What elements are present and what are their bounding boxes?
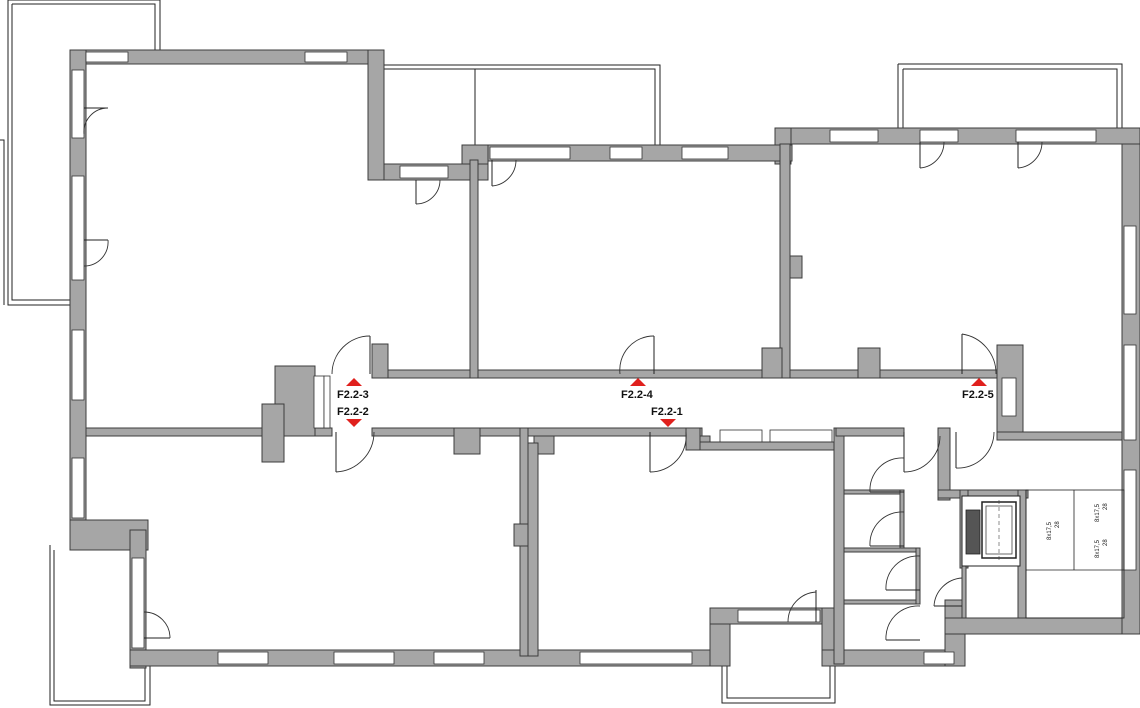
doors [83,107,1043,641]
room-marker-f2-2-3[interactable]: F2.2-3 [337,378,369,401]
staircase: 8x17,5 28 8x17,5 28 8x17,5 28 [1025,489,1125,619]
marker-up-icon [630,378,646,386]
room-label-f2-2-4: F2.2-4 [621,389,654,401]
room-marker-f2-2-4[interactable]: F2.2-4 [621,378,654,401]
room-label-f2-2-1: F2.2-1 [651,406,683,418]
marker-up-icon [346,378,362,386]
corridor-window-niches [313,375,1017,429]
marker-down-icon [346,419,362,427]
stair-label-b-steps: 8x17,5 [1095,503,1101,522]
room-label-f2-2-3: F2.2-3 [337,389,369,401]
marker-down-icon [660,419,676,427]
elevator [961,495,1021,567]
stair-label-a-steps: 8x17,5 [1047,521,1053,540]
marker-up-icon [971,378,987,386]
room-label-f2-2-2: F2.2-2 [337,406,369,418]
room-marker-f2-2-5[interactable]: F2.2-5 [962,378,994,401]
stair-label-a-tread: 28 [1055,521,1061,528]
stair-label-c-steps: 8x17,5 [1095,539,1101,558]
exterior-walls [69,49,1140,669]
room-marker-f2-2-2[interactable]: F2.2-2 [337,406,369,427]
room-marker-f2-2-1[interactable]: F2.2-1 [651,406,683,427]
interior-walls [85,143,1123,665]
stair-label-b-tread: 28 [1103,503,1109,510]
stair-label-c-tread: 28 [1103,539,1109,546]
room-label-f2-2-5: F2.2-5 [962,389,994,401]
